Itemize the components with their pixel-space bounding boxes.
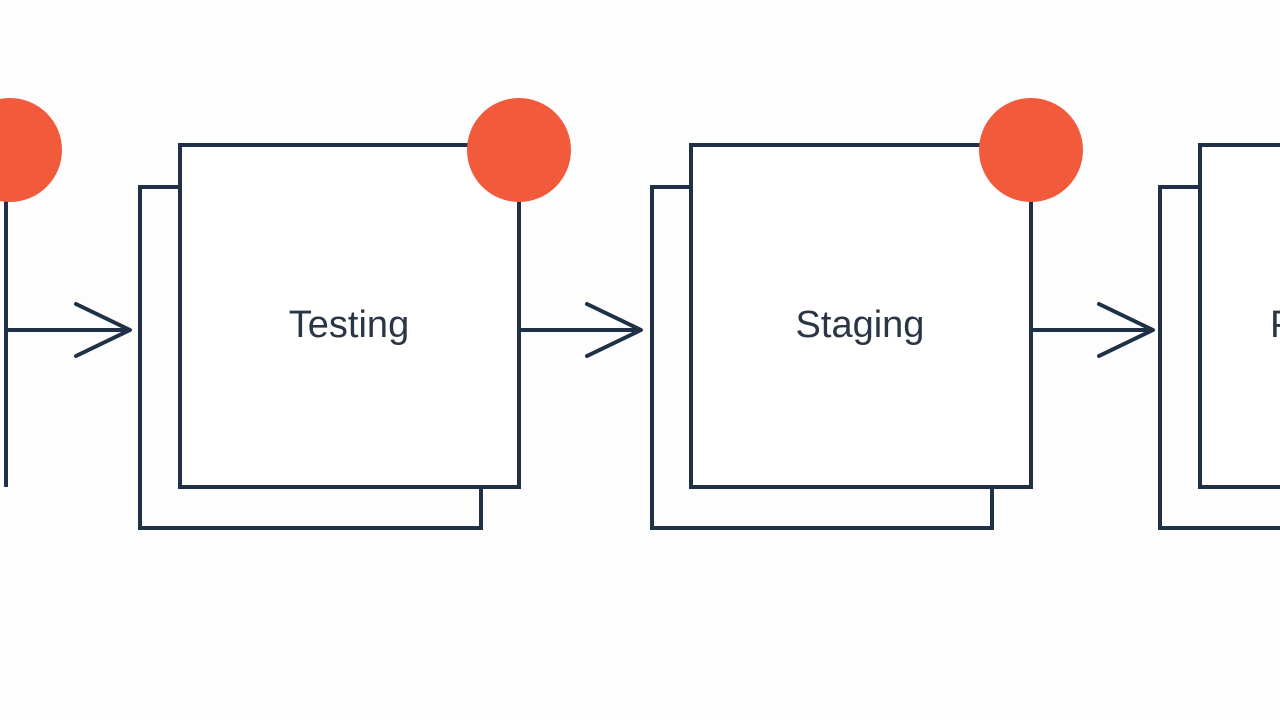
stage-previous-marker: [0, 98, 62, 202]
stage-next: P: [1158, 143, 1280, 530]
stage-next-label: P: [1270, 304, 1280, 346]
stage-testing-back-card: [138, 185, 483, 530]
stage-previous: [0, 98, 62, 487]
arrowhead-icon: [1097, 302, 1155, 358]
connector-previous-to-testing: [8, 302, 132, 358]
stage-testing-label: Testing: [289, 304, 409, 346]
stage-testing-card: [178, 143, 521, 489]
stage-staging-label: Staging: [796, 304, 925, 346]
connector-testing-to-staging: [519, 302, 643, 358]
connector-staging-to-next: [1031, 302, 1155, 358]
stage-testing: Testing: [138, 98, 571, 530]
stage-staging-back-card: [650, 185, 994, 530]
stage-staging-card: [689, 143, 1033, 489]
arrowhead-icon: [74, 302, 132, 358]
stage-next-back-card: [1158, 185, 1280, 530]
stage-testing-marker: [467, 98, 571, 202]
stage-staging: Staging: [650, 98, 1083, 530]
stage-next-card: [1198, 143, 1280, 489]
arrowhead-icon: [585, 302, 643, 358]
stage-staging-marker: [979, 98, 1083, 202]
